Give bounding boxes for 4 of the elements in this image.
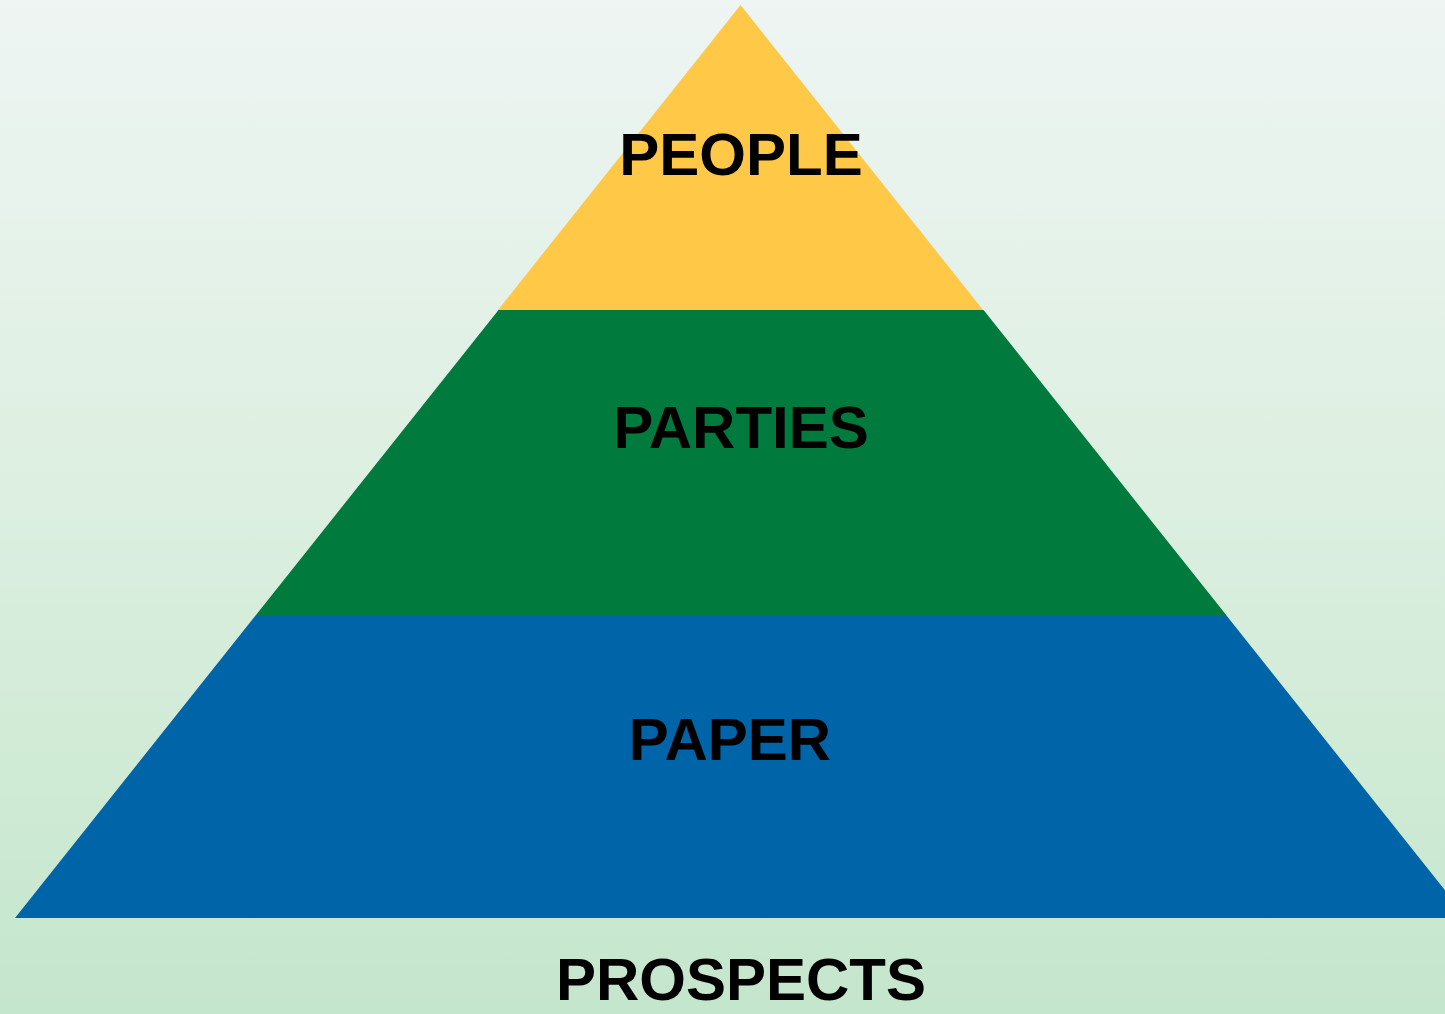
tier-label: PARTIES	[612, 393, 870, 462]
base-label: PROSPECTS	[555, 945, 927, 1014]
tier-label: PAPER	[627, 705, 833, 774]
tier-label: PEOPLE	[618, 120, 864, 189]
